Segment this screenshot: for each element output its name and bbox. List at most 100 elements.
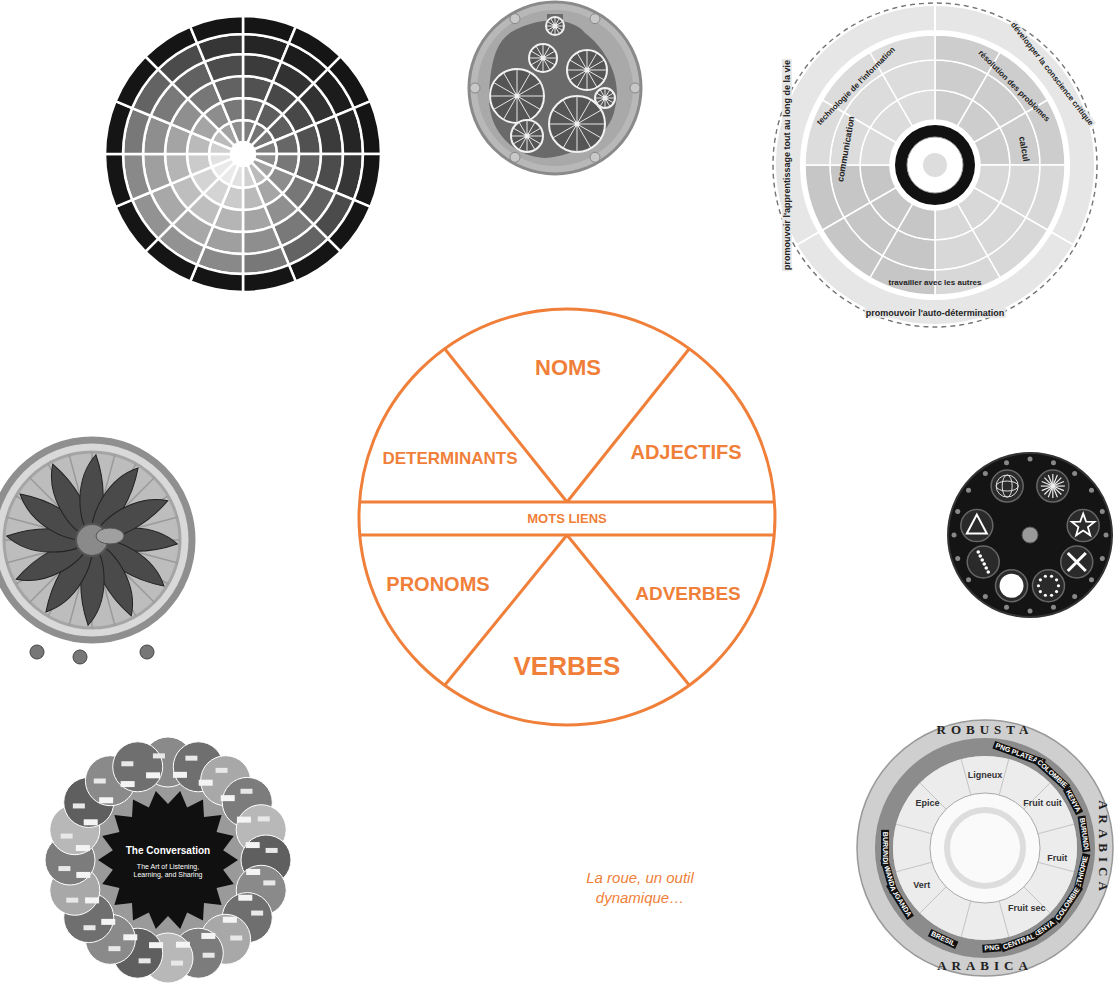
service-logo — [176, 942, 190, 948]
slot — [1067, 510, 1099, 542]
service-logo — [230, 935, 242, 940]
wheel-spoke — [517, 83, 540, 97]
illustration-label: PNG — [982, 943, 1002, 952]
dot — [1044, 575, 1047, 578]
aroma-divider — [961, 901, 971, 937]
disk-rim — [469, 2, 641, 174]
wheel-cell — [254, 141, 277, 154]
dot — [1039, 590, 1042, 593]
slot — [1037, 470, 1069, 502]
wheel-tyre — [511, 120, 543, 152]
mesh-line — [996, 481, 1018, 491]
illustration-label: promouvoir l'auto-détermination — [865, 308, 1006, 318]
wheel-cell — [190, 265, 243, 292]
wheel-axle — [575, 122, 580, 127]
illustration-label: ROBUSTA — [937, 723, 1034, 738]
service-logo — [221, 795, 235, 801]
gobo-slot — [1037, 470, 1069, 502]
bicycle-wheel — [567, 50, 607, 90]
rim-screw — [966, 577, 971, 582]
wheel-cell — [243, 265, 296, 292]
wheel-spoke — [577, 124, 591, 148]
rim-screw — [983, 471, 988, 476]
dot — [1050, 594, 1053, 597]
rim-screw — [966, 488, 971, 493]
illustration-label: ARABICA — [1096, 800, 1111, 896]
mesh-sphere — [996, 475, 1018, 497]
wheel-axle — [585, 68, 590, 73]
gobo-hub — [1022, 527, 1038, 543]
service-logo — [246, 869, 260, 875]
dot — [978, 554, 982, 558]
wheel-cell — [243, 16, 296, 43]
dot — [1044, 594, 1047, 597]
dot — [1057, 584, 1060, 587]
service-logo — [149, 942, 163, 948]
service-logo — [108, 946, 120, 951]
wheel-tyre — [546, 17, 564, 35]
gobo-slot — [967, 546, 999, 578]
slot — [967, 546, 999, 578]
gobo-disc — [948, 453, 1112, 617]
disk-neck — [547, 14, 563, 34]
rim-bump — [630, 83, 640, 93]
rim-screw — [1089, 488, 1094, 493]
caster — [140, 645, 154, 659]
gobo-slot — [1067, 510, 1099, 542]
caster — [73, 650, 87, 664]
cage-inner — [4, 452, 180, 628]
wheel-cell — [243, 165, 256, 188]
aroma-divider — [920, 887, 946, 913]
bicycle-wheel — [511, 120, 543, 152]
origin-ring — [875, 738, 1095, 958]
service-logo — [84, 819, 98, 825]
conversation-prism — [45, 737, 291, 983]
service-logo — [73, 803, 85, 808]
wheel-spoke — [570, 70, 587, 80]
illustration-label: Vert — [913, 879, 930, 889]
rim-screw — [1051, 605, 1056, 610]
caster — [30, 645, 44, 659]
illustration-label: ARABICA — [937, 959, 1033, 974]
wheel-spoke — [577, 96, 578, 124]
wheel-tyre — [567, 50, 607, 90]
service-logo — [101, 919, 115, 925]
competency-wheel — [773, 3, 1097, 327]
word-class-sector: ADVERBES — [630, 580, 746, 608]
word-class-label: ADVERBES — [635, 583, 741, 605]
wheel-axle — [515, 94, 520, 99]
wheel-cell — [354, 154, 381, 207]
word-class-sector: ADJECTIFS — [625, 438, 746, 467]
dot — [1055, 590, 1058, 593]
rim-screw — [955, 556, 960, 561]
wheel-spoke — [517, 96, 531, 119]
service-logo — [185, 756, 197, 761]
rim-screw — [1004, 605, 1009, 610]
petal — [222, 777, 272, 827]
rim-bump — [510, 14, 520, 24]
competency-cell — [935, 256, 1000, 295]
wheel-cell — [190, 16, 243, 43]
aroma-divider — [896, 862, 932, 872]
word-class-sector: NOMS — [530, 352, 606, 383]
gobo-slot — [991, 470, 1023, 502]
wheel-cell — [116, 200, 159, 252]
rim-screw — [1072, 471, 1077, 476]
aroma-ring — [893, 756, 1077, 940]
service-logo — [258, 816, 270, 821]
rim-bump — [590, 14, 600, 24]
mesh-line — [1002, 475, 1012, 497]
word-class-sector: VERBES — [509, 649, 626, 685]
wheel-cell — [230, 120, 243, 143]
service-logo — [121, 761, 133, 766]
dot — [1055, 578, 1058, 581]
bicycle-wheel — [529, 44, 557, 72]
sunburst-ray — [1053, 486, 1058, 497]
service-logo — [123, 934, 137, 940]
rim-screw — [1104, 533, 1109, 538]
wheel-tyre — [490, 69, 544, 123]
service-logo — [58, 866, 70, 871]
outer-ring — [857, 720, 1113, 976]
